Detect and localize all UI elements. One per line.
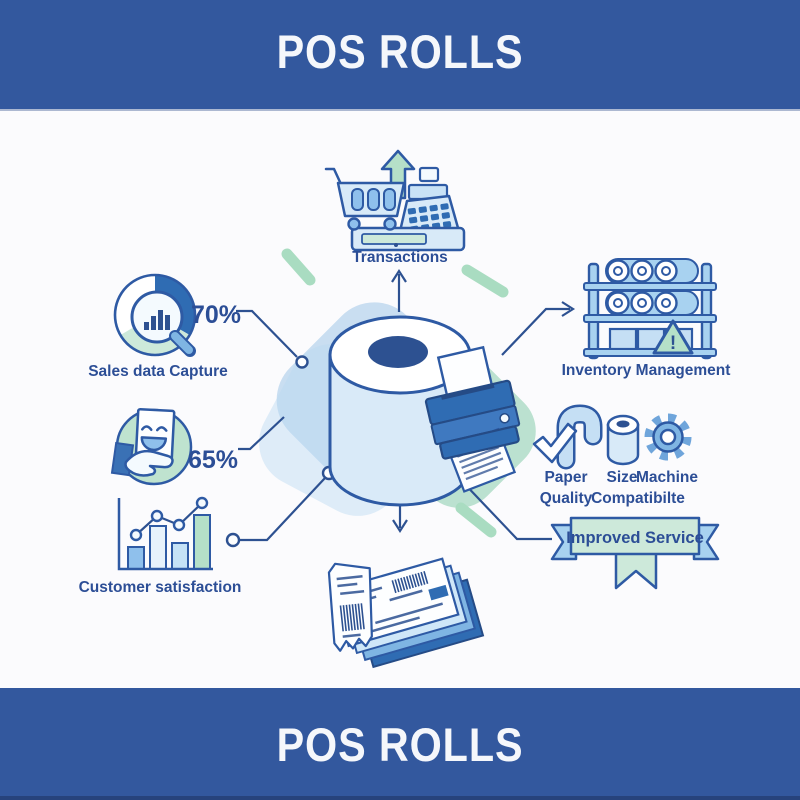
paper-roll-ends-row-2 bbox=[606, 291, 678, 315]
storage-shelf-paper-rolls-warning-icon: ! bbox=[583, 258, 717, 360]
customer-satisfaction-label: Customer satisfaction bbox=[79, 579, 242, 596]
inventory-management-label: Inventory Management bbox=[562, 362, 731, 379]
printed-receipt-stack-icon bbox=[327, 557, 485, 669]
paper-roll-cylinder-icon bbox=[606, 414, 640, 466]
feature-icons bbox=[532, 404, 692, 470]
top-banner-divider bbox=[0, 109, 800, 111]
compatibility-label: Compatibilte bbox=[591, 490, 685, 507]
mini-bar-chart bbox=[144, 310, 170, 330]
quality-label: Quality bbox=[540, 490, 593, 507]
paper-label: Paper bbox=[544, 469, 587, 486]
gear-icon bbox=[644, 413, 692, 461]
top-banner bbox=[0, 0, 800, 111]
connector-lines bbox=[225, 268, 576, 548]
paper-roll-illustration bbox=[328, 315, 472, 507]
hand-smiley-card-icon bbox=[110, 407, 193, 486]
warning-triangle-icon: ! bbox=[652, 319, 694, 355]
bottom-banner bbox=[0, 688, 800, 800]
bottom-banner-edge bbox=[0, 796, 800, 800]
sales-data-capture-label: Sales data Capture bbox=[88, 363, 228, 380]
improved-service-label: Improved Service bbox=[566, 529, 704, 547]
size-label: Size bbox=[606, 469, 637, 486]
receipt-tail bbox=[327, 562, 373, 652]
checkmark-paper-roll-icon bbox=[532, 404, 603, 470]
warning-exclamation: ! bbox=[670, 333, 676, 354]
sales-percent-value: 70% bbox=[191, 301, 241, 329]
shopping-cart-cash-register-up-arrow-icon bbox=[324, 149, 466, 252]
bottom-banner-title: POS ROLLS bbox=[277, 720, 524, 772]
green-accent-dashes bbox=[281, 248, 509, 538]
paper-roll-ends-row-1 bbox=[606, 259, 678, 283]
machine-label: Machine bbox=[636, 469, 698, 486]
ribbon-banner-icon bbox=[550, 516, 720, 590]
transactions-label: Transactions bbox=[352, 249, 448, 266]
printer-icon bbox=[424, 345, 521, 493]
bar-chart-trend-line-icon bbox=[117, 496, 213, 571]
top-banner-title: POS ROLLS bbox=[277, 27, 524, 79]
pie-chart-magnifier-icon bbox=[113, 273, 197, 357]
happiness-percent-value: 65% bbox=[188, 446, 238, 474]
